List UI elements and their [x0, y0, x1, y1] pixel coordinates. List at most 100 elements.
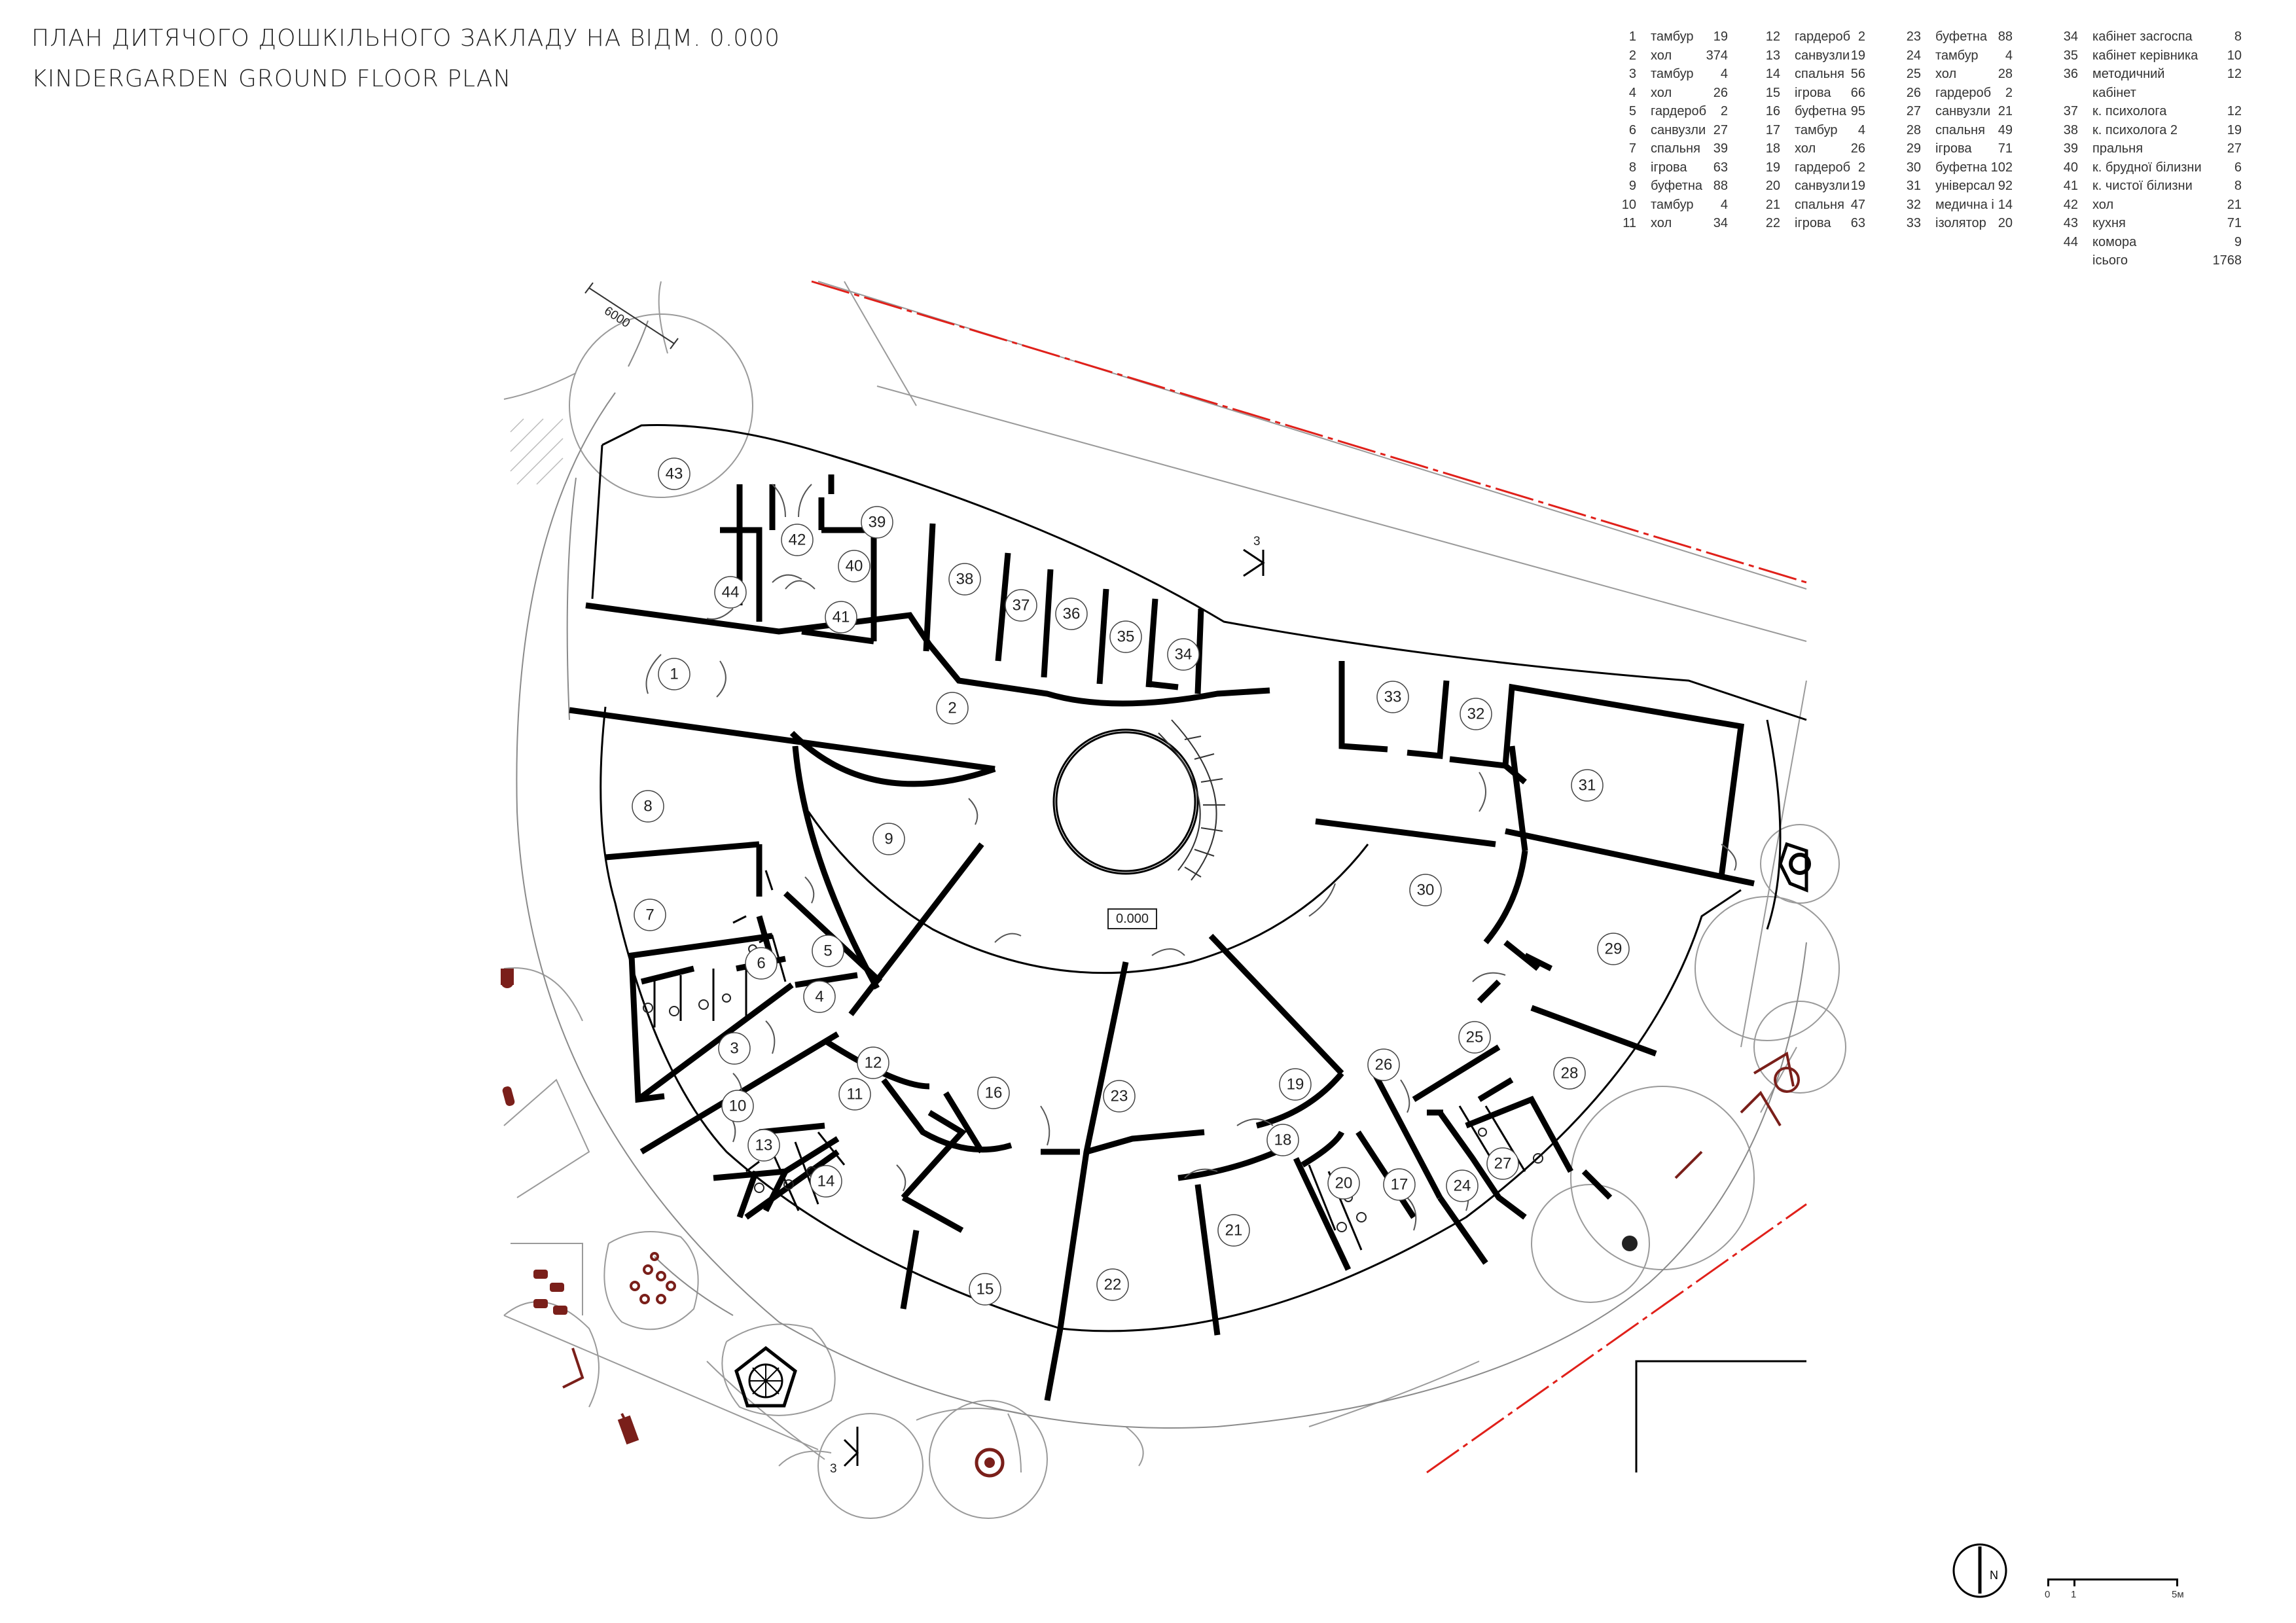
section-mark-bottom [843, 1427, 859, 1467]
north-label: N [1990, 1569, 1998, 1582]
room-number: 1 [670, 666, 678, 683]
room-number: 20 [1335, 1175, 1353, 1192]
legend-room-area: 28 [1998, 67, 2013, 81]
paving-pattern [510, 418, 564, 485]
legend-room-number: 37 [2063, 104, 2078, 118]
room-number: 39 [869, 514, 886, 531]
legend-row: 36 методичний 12 [2058, 65, 2265, 84]
room-number: 36 [1063, 605, 1081, 623]
legend-room-name: ігрова [1651, 160, 1687, 175]
room-bubble [1055, 597, 1088, 630]
playground-equipment [501, 853, 1811, 1478]
legend-room-name: к. психолога [2092, 104, 2167, 118]
legend-room-name: хол [1651, 216, 1672, 230]
legend-room-number: 40 [2063, 160, 2078, 175]
room-number: 37 [1013, 597, 1030, 615]
room-bubble [1167, 638, 1200, 671]
level-label: 0.000 [1116, 912, 1149, 926]
room-number: 23 [1111, 1088, 1128, 1105]
legend-room-number: 36 [2063, 67, 2078, 81]
room-number: 7 [645, 906, 654, 924]
legend-room-number: 42 [2063, 197, 2078, 212]
legend-room-area: 20 [1998, 216, 2013, 230]
scale-bar-line [2047, 1578, 2178, 1580]
legend-room-area: 9 [2234, 234, 2242, 249]
room-bubble [1553, 1057, 1586, 1090]
legend-room-name: гардероб [1935, 85, 1992, 100]
legend-room-number: 6 [1628, 122, 1636, 137]
room-number: 34 [1175, 646, 1193, 664]
room-bubble [1096, 1268, 1129, 1301]
legend-room-name: методичний [2092, 67, 2165, 81]
legend-room-number: 19 [1765, 160, 1780, 175]
legend-room-area: 26 [1713, 85, 1728, 100]
room-bubble [747, 1129, 780, 1162]
legend-room-area: 4 [2005, 48, 2013, 63]
legend-room-name: к. чистої білизни [2092, 179, 2193, 193]
legend-room-number: 44 [2063, 234, 2078, 249]
legend-room-number: 43 [2063, 216, 2078, 230]
legend-room-area: 27 [1713, 122, 1728, 137]
legend-room-name: буфетна [1795, 104, 1847, 118]
legend-room-number: 32 [1906, 197, 1921, 212]
legend-room-area: 2 [1857, 29, 1865, 44]
room-number: 16 [985, 1084, 1003, 1102]
room-bubble [1367, 1048, 1400, 1081]
room-bubble [1458, 1021, 1491, 1054]
room-bubble [1109, 620, 1142, 653]
legend-room-area: 26 [1850, 141, 1865, 156]
room-number: 14 [817, 1173, 835, 1190]
legend-room-area: 21 [2227, 197, 2242, 212]
legend-room-name: пральня [2092, 141, 2144, 156]
legend-room-area: 2 [2005, 85, 2013, 100]
legend-room-name: санвузли [1935, 104, 1991, 118]
room-bubble [872, 823, 905, 855]
room-bubble [1383, 1168, 1416, 1201]
room-number: 29 [1605, 940, 1623, 958]
legend-room-name: спальня [1935, 122, 1985, 137]
legend-room-name: медична і [1935, 197, 1994, 212]
legend-room-area: 47 [1850, 197, 1865, 212]
room-bubble [1279, 1068, 1312, 1101]
legend-room-name: санвузли [1795, 48, 1850, 63]
legend-room-name: хол [1651, 85, 1672, 100]
legend-room-area: 19 [1850, 179, 1865, 193]
legend-room-area: 4 [1720, 67, 1728, 81]
stair [1158, 719, 1225, 881]
legend-room-number: 7 [1628, 141, 1636, 156]
room-number: 18 [1274, 1132, 1292, 1149]
room-number: 17 [1391, 1176, 1408, 1194]
room-bubble [714, 576, 747, 609]
legend-room-number: 25 [1906, 67, 1921, 81]
legend-room-area: 39 [1713, 141, 1728, 156]
legend-room-number: 28 [1906, 122, 1921, 137]
legend-room-area: 12 [2227, 67, 2242, 81]
room-number: 11 [847, 1086, 863, 1103]
dimension [584, 282, 679, 349]
room-bubble [825, 601, 857, 633]
room-labels: 1234567891011121314151617181920212223242… [632, 457, 1630, 1306]
legend-room-name: спальня [1795, 197, 1844, 212]
legend-room-number: 24 [1906, 48, 1921, 63]
